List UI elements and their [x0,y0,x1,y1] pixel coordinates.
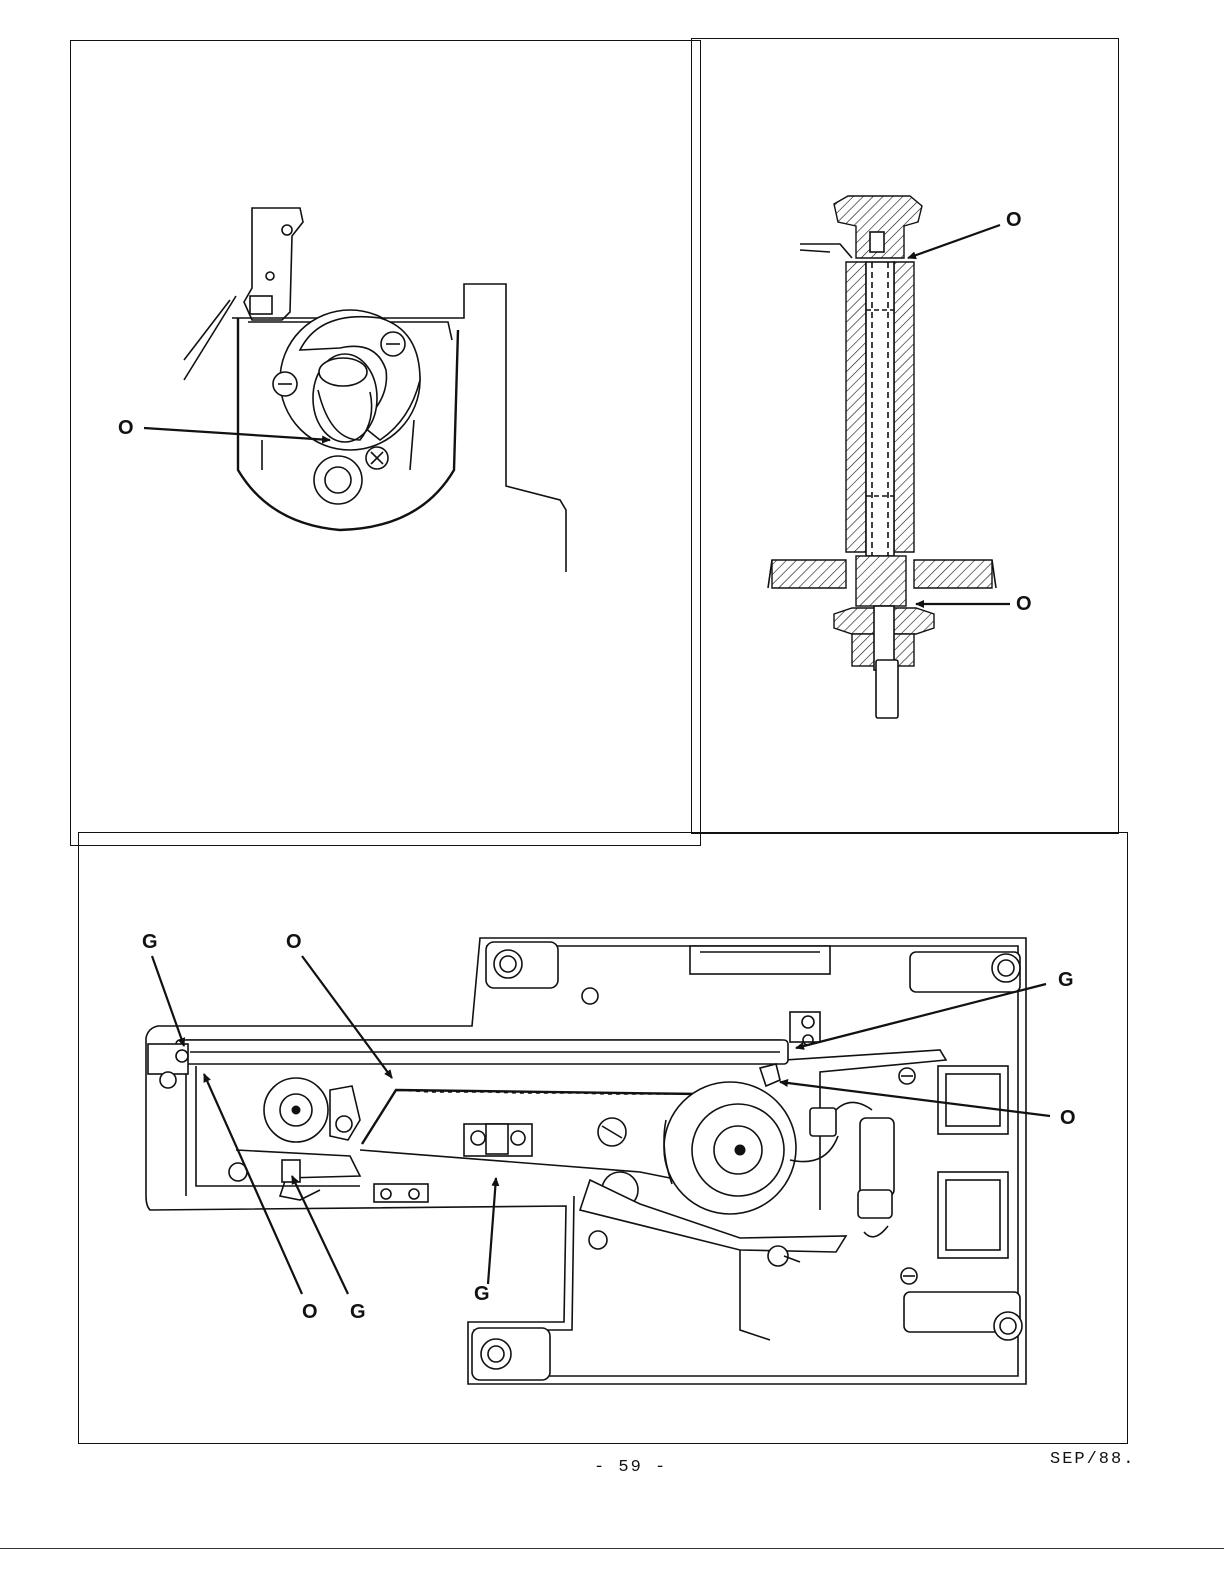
callout-label: O [1006,209,1022,231]
callout-label: O [302,1301,318,1323]
callout-label: O [118,417,134,439]
bottom-rule [0,1548,1224,1549]
base-plate-drawing [145,937,1051,1385]
revision-date: SEP/88. [1050,1450,1136,1469]
callout-label: O [286,931,302,953]
callout-label: O [1016,593,1032,615]
callout-label: G [142,931,158,953]
shaft-section-drawing [767,195,1010,719]
panel-bottom [78,832,1128,1444]
callout-label: O [1060,1107,1076,1129]
callout-label: G [1058,969,1074,991]
cam-housing-drawing [143,207,567,572]
panel-top-left [70,40,701,846]
callout-label: G [350,1301,366,1323]
callout-label: G [474,1283,490,1305]
page-number: - 59 - [594,1458,668,1477]
panel-top-right [691,38,1119,834]
